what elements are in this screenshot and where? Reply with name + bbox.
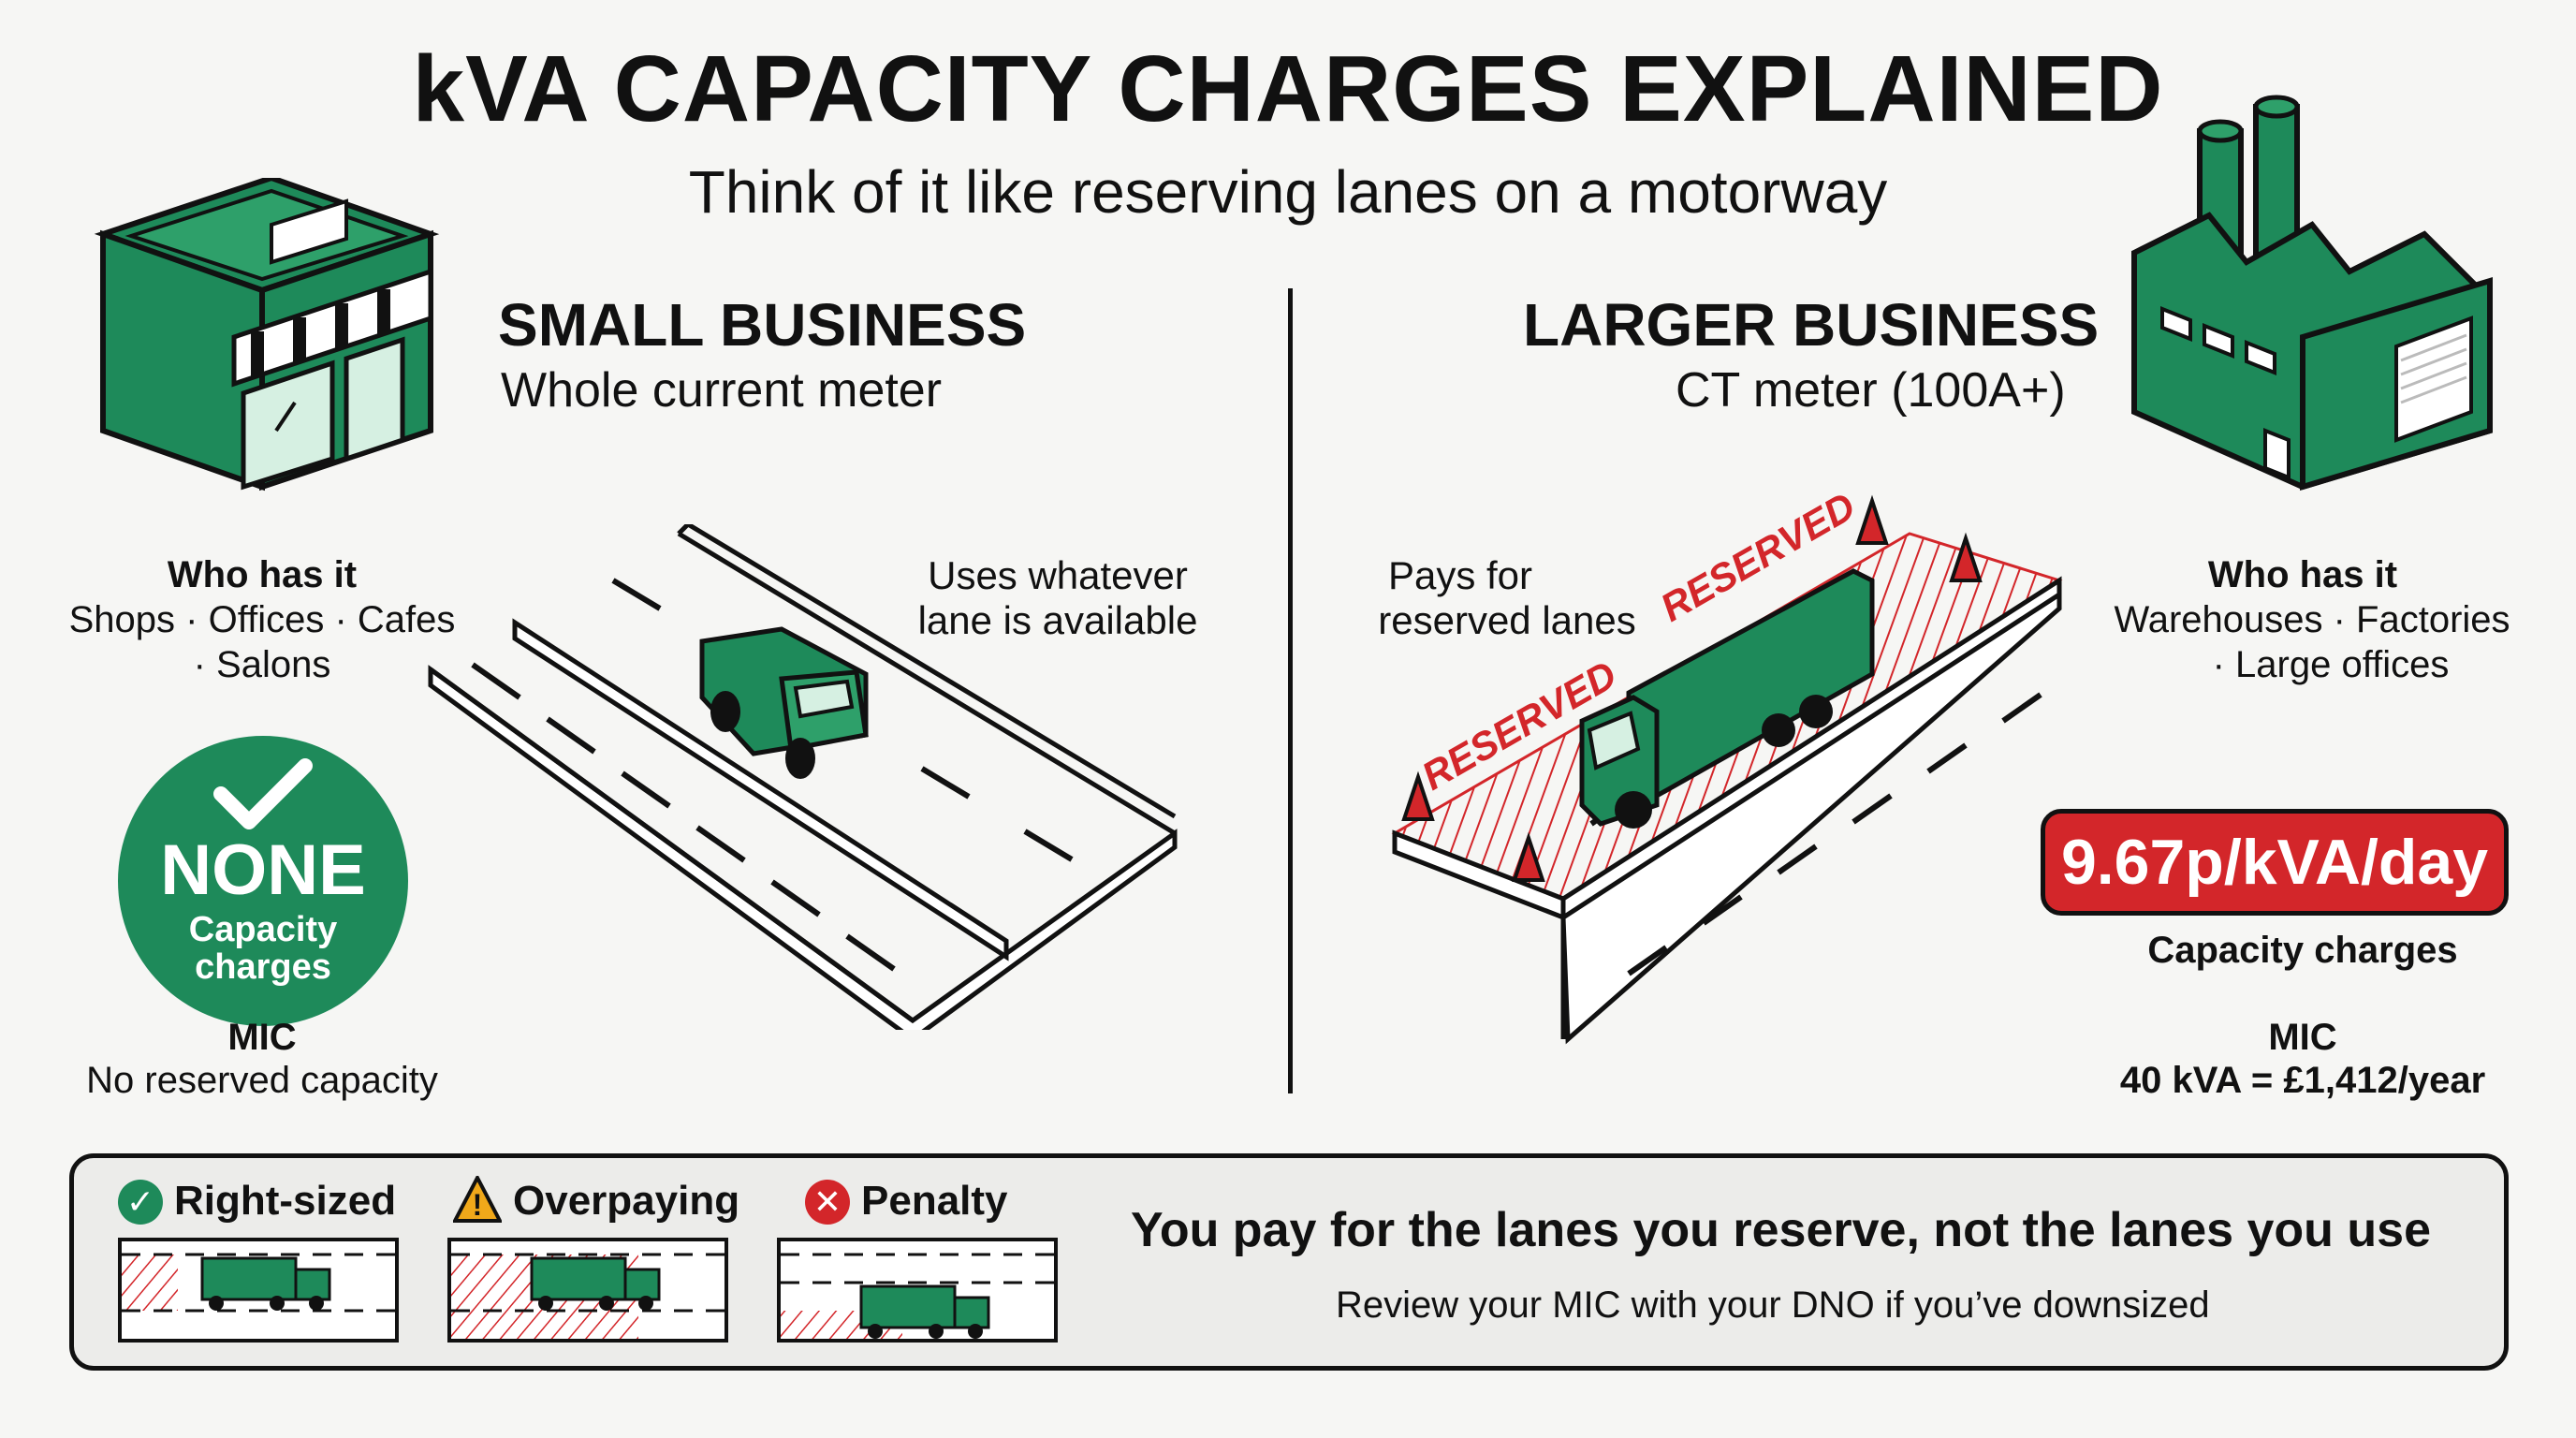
legend-label-overpaying: Overpaying	[513, 1178, 740, 1224]
cross-icon: ✕	[805, 1180, 850, 1225]
shop-icon	[94, 178, 440, 492]
open-motorway-illustration	[428, 524, 1178, 1030]
page-title: kVA CAPACITY CHARGES EXPLAINED	[412, 37, 2164, 141]
small-business-heading: SMALL BUSINESS	[498, 291, 1027, 359]
large-mic-text: 40 kVA = £1,412/year	[2119, 1060, 2486, 1101]
truck-icon	[1579, 568, 1875, 829]
small-road-caption-2: lane is available	[917, 598, 1198, 642]
capacity-rate-badge: 9.67p/kVA/day	[2041, 809, 2509, 916]
legend-label-right-sized: Right-sized	[174, 1178, 397, 1224]
large-mic-title: MIC	[2268, 1017, 2337, 1058]
small-meter-type: Whole current meter	[501, 363, 943, 418]
rate-caption: Capacity charges	[2147, 930, 2458, 971]
large-who-title: Who has it	[2207, 554, 2398, 595]
page-subtitle: Think of it like reserving lanes on a mo…	[688, 158, 1888, 226]
small-road-caption-1: Uses whatever	[928, 553, 1188, 597]
legend-label-penalty: Penalty	[861, 1178, 1008, 1224]
large-who-line2: · Large offices	[2212, 644, 2450, 685]
large-road-caption-1: Pays for	[1387, 553, 1533, 597]
small-who-line2: · Salons	[193, 644, 331, 685]
reserved-motorway-illustration: RESERVED RESERVED	[1391, 487, 2063, 1045]
badge-line-2: charges	[195, 947, 331, 987]
right-sized-diagram	[118, 1238, 399, 1343]
overpaying-diagram	[447, 1238, 728, 1343]
cone-icon	[1401, 494, 1983, 882]
check-icon: ✓	[118, 1180, 163, 1225]
summary-panel	[69, 1153, 2509, 1371]
small-mic-text: No reserved capacity	[86, 1060, 438, 1101]
no-capacity-charge-badge: NONE Capacity charges	[118, 736, 408, 1026]
large-who-line1: Warehouses · Factories	[2114, 599, 2510, 640]
check-icon	[213, 758, 313, 829]
summary-headline: You pay for the lanes you reserve, not t…	[1131, 1203, 2431, 1257]
small-mic-title: MIC	[227, 1017, 297, 1058]
warning-icon: !	[453, 1176, 502, 1223]
large-road-caption-2: reserved lanes	[1378, 598, 1636, 642]
summary-note: Review your MIC with your DNO if you’ve …	[1336, 1284, 2210, 1326]
large-meter-type: CT meter (100A+)	[1676, 363, 2066, 418]
badge-line-1: Capacity	[188, 910, 338, 949]
factory-icon	[2131, 95, 2493, 492]
svg-text:!: !	[473, 1188, 483, 1222]
small-who-line1: Shops · Offices · Cafes	[68, 599, 456, 640]
van-icon	[699, 626, 869, 779]
larger-business-heading: LARGER BUSINESS	[1523, 291, 2100, 359]
badge-value: NONE	[160, 830, 366, 910]
small-who-title: Who has it	[167, 554, 358, 595]
section-divider	[1288, 288, 1293, 1093]
penalty-diagram	[777, 1238, 1058, 1343]
